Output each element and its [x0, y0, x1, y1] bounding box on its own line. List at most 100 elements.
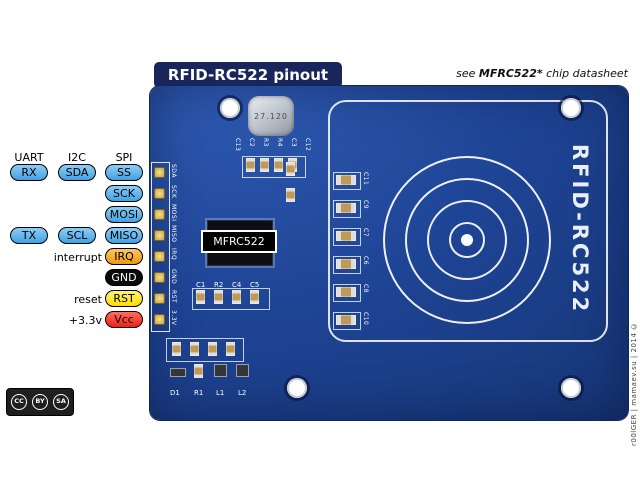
silkscreen-box	[192, 288, 270, 310]
pin-pill-rst: RST	[105, 290, 143, 307]
board-silkscreen-name: RFID-RC522	[568, 144, 592, 315]
silkscreen-label-c3: C3	[290, 138, 297, 148]
pin-pill-rx: RX	[10, 164, 48, 181]
pin-pill-sda: SDA	[58, 164, 96, 181]
silkscreen-label-c13: C13	[234, 138, 241, 152]
datasheet-note-post: chip datasheet	[542, 67, 628, 80]
pin-note-interrupt: interrupt	[53, 251, 102, 264]
smd-component	[172, 342, 181, 356]
smd-component	[260, 158, 269, 172]
header-pin-mosi	[154, 209, 165, 220]
header-pin-label: RST	[170, 290, 177, 304]
header-pin-label: SDA	[170, 164, 177, 178]
mounting-hole	[561, 98, 581, 118]
sa-icon: sa	[53, 394, 69, 410]
silkscreen-label-l2: L2	[238, 389, 247, 397]
silkscreen-box	[333, 200, 361, 218]
smd-component	[250, 290, 259, 304]
header-pin-label: IRQ	[170, 248, 177, 261]
pin-group-label-i2c: I2C	[68, 151, 86, 164]
header-pin-label: GND	[170, 269, 177, 285]
smd-component	[232, 290, 241, 304]
diode-d1	[170, 368, 186, 377]
pin-group-label-uart: UART	[14, 151, 44, 164]
header-pin-sck	[154, 188, 165, 199]
cc-license-badge: cc by sa	[6, 388, 74, 416]
smd-component	[226, 342, 235, 356]
pin-note-reset: reset	[74, 293, 102, 306]
smd-component	[336, 203, 356, 213]
inductor-l2	[236, 364, 249, 377]
header-pin-irq	[154, 251, 165, 262]
mounting-hole	[287, 378, 307, 398]
silkscreen-label-c1: C1	[196, 281, 206, 289]
silkscreen-label-c11: C11	[362, 172, 369, 186]
by-icon: by	[32, 394, 48, 410]
silkscreen-label-r1: R1	[194, 389, 204, 397]
silkscreen-label-c12: C12	[304, 138, 311, 152]
smd-component	[214, 290, 223, 304]
pin-pill-sck: SCK	[105, 185, 143, 202]
header-pin-vcc	[154, 314, 165, 325]
silkscreen-box	[333, 228, 361, 246]
silkscreen-label-r3: R3	[262, 138, 269, 147]
silkscreen-box	[333, 256, 361, 274]
silkscreen-box	[166, 338, 244, 362]
datasheet-note-pre: see	[456, 67, 479, 80]
signal-center-dot	[461, 234, 473, 246]
datasheet-note-chip: MFRC522*	[478, 67, 543, 80]
header-pin-miso	[154, 230, 165, 241]
silkscreen-label-r4: R4	[276, 138, 283, 147]
smd-component	[208, 342, 217, 356]
silkscreen-label-c4: C4	[232, 281, 242, 289]
datasheet-note: see MFRC522* chip datasheet	[420, 67, 628, 80]
silkscreen-label-c7: C7	[362, 228, 369, 238]
silkscreen-label-c10: C10	[362, 312, 369, 326]
pin-pill-miso: MISO	[105, 227, 143, 244]
pin-group-label-spi: SPI	[115, 151, 133, 164]
header-pin-sda	[154, 167, 165, 178]
signal-ring	[383, 156, 551, 324]
antenna-outline	[328, 100, 608, 342]
chip-label: MFRC522	[201, 230, 277, 253]
author-watermark: r00lGER | mamaev.su | 2014 ©	[630, 321, 638, 446]
diagram-title: RFID-RC522 pinout	[154, 62, 342, 88]
smd-component	[274, 158, 283, 172]
header-pin-label: SCK	[170, 185, 177, 199]
pin-pill-mosi: MOSI	[105, 206, 143, 223]
silkscreen-label-c8: C8	[362, 284, 369, 294]
silkscreen-box	[333, 284, 361, 302]
header-pin-label: MOSI	[170, 204, 177, 222]
pin-pill-ss: SS	[105, 164, 143, 181]
header-pin-rst	[154, 293, 165, 304]
crystal-frequency: 27.120	[254, 111, 288, 121]
resistor-r1	[194, 364, 203, 378]
smd-component	[336, 231, 356, 241]
silkscreen-label-d1: D1	[170, 389, 180, 397]
smd-component	[286, 162, 295, 176]
rc522-board: SDA SCK MOSI MISO IRQ GND RST 3.3V 27.12…	[150, 86, 628, 420]
silkscreen-label-r2: R2	[214, 281, 224, 289]
pin-header	[151, 162, 170, 332]
cc-icon: cc	[11, 394, 27, 410]
smd-component	[196, 290, 205, 304]
pin-note-power: +3.3v	[68, 314, 102, 327]
smd-component	[336, 259, 356, 269]
silkscreen-label-c2: C2	[248, 138, 255, 148]
pin-pill-gnd: GND	[105, 269, 143, 286]
pin-pill-vcc: Vcc	[105, 311, 143, 328]
silkscreen-label-c6: C6	[362, 256, 369, 266]
silkscreen-label-c9: C9	[362, 200, 369, 210]
mounting-hole	[220, 98, 240, 118]
pin-pill-tx: TX	[10, 227, 48, 244]
crystal-oscillator: 27.120	[248, 96, 294, 136]
header-pin-gnd	[154, 272, 165, 283]
smd-component	[336, 175, 356, 185]
silkscreen-label-c5: C5	[250, 281, 260, 289]
pin-pill-scl: SCL	[58, 227, 96, 244]
smd-component	[190, 342, 199, 356]
silkscreen-box	[333, 312, 361, 330]
inductor-l1	[214, 364, 227, 377]
header-pin-label: MISO	[170, 225, 177, 243]
